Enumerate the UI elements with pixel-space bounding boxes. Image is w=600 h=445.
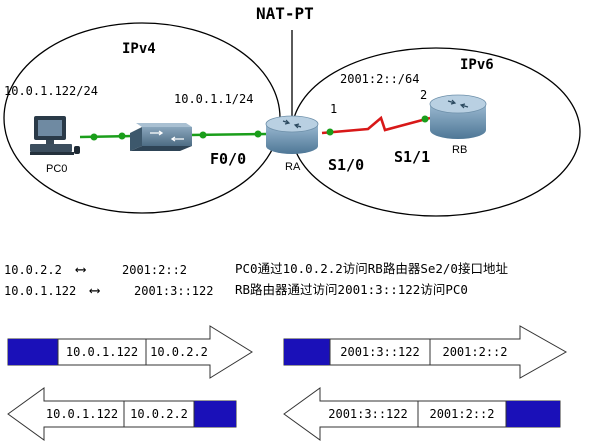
v4-in-src: 10.0.1.122 bbox=[45, 407, 119, 421]
ipv4-zone-label: IPv4 bbox=[122, 41, 156, 57]
pc0-computer-icon bbox=[30, 116, 80, 155]
packet-arrow-v6-inbound bbox=[283, 387, 561, 441]
v6-out-dst: 2001:2::2 bbox=[442, 345, 508, 359]
packet-arrow-v6-outbound bbox=[283, 325, 568, 379]
mapping-1-note: PC0通过10.0.2.2访问RB路由器Se2/0接口地址 bbox=[235, 261, 508, 276]
v4-in-dst: 10.0.2.2 bbox=[130, 407, 188, 421]
v6-out-src: 2001:3::122 bbox=[340, 345, 420, 359]
pc0-address-label: 10.0.1.122/24 bbox=[4, 84, 98, 98]
v4-out-src: 10.0.1.122 bbox=[65, 345, 139, 359]
v4-out-dst: 10.0.2.2 bbox=[150, 345, 208, 359]
router-ra-icon bbox=[265, 115, 319, 154]
v6-in-dst: 2001:2::2 bbox=[429, 407, 495, 421]
serial-link-ra-rb bbox=[321, 115, 431, 136]
mapping-1-arrow-icon: ⟷ bbox=[76, 260, 86, 278]
mapping-1-ipv6: 2001:2::2 bbox=[122, 263, 188, 277]
ipv6-host-2-label: 2 bbox=[420, 88, 428, 102]
ra-device-label: RA bbox=[285, 161, 301, 173]
mapping-2-arrow-icon: ⟷ bbox=[90, 281, 100, 299]
v6-in-src: 2001:3::122 bbox=[328, 407, 408, 421]
packet-arrow-v4-outbound bbox=[7, 325, 253, 379]
ra-f0-interface-label: F0/0 bbox=[210, 150, 247, 168]
pc0-device-label: PC0 bbox=[46, 163, 68, 175]
router-rb-icon bbox=[429, 94, 487, 139]
mapping-2-note: RB路由器通过访问2001:3::122访问PC0 bbox=[235, 282, 468, 297]
nat-pt-title: NAT-PT bbox=[256, 4, 314, 23]
ethernet-link-pc-switch bbox=[79, 132, 133, 141]
packet-arrow-v4-inbound bbox=[7, 387, 237, 441]
mapping-2-ipv6: 2001:3::122 bbox=[134, 284, 214, 298]
ipv6-zone-label: IPv6 bbox=[460, 57, 494, 73]
ra-f0-address-label: 10.0.1.1/24 bbox=[174, 92, 254, 106]
rb-device-label: RB bbox=[452, 144, 468, 156]
ethernet-link-switch-ra bbox=[189, 130, 269, 139]
ipv6-host-1-label: 1 bbox=[330, 102, 338, 116]
ipv6-network-label: 2001:2::/64 bbox=[340, 72, 420, 86]
mapping-1-ipv4: 10.0.2.2 bbox=[4, 263, 62, 277]
switch-icon bbox=[130, 123, 192, 151]
rb-s1-interface-label: S1/1 bbox=[394, 148, 431, 166]
ra-s1-interface-label: S1/0 bbox=[328, 156, 365, 174]
mapping-2-ipv4: 10.0.1.122 bbox=[4, 284, 77, 298]
